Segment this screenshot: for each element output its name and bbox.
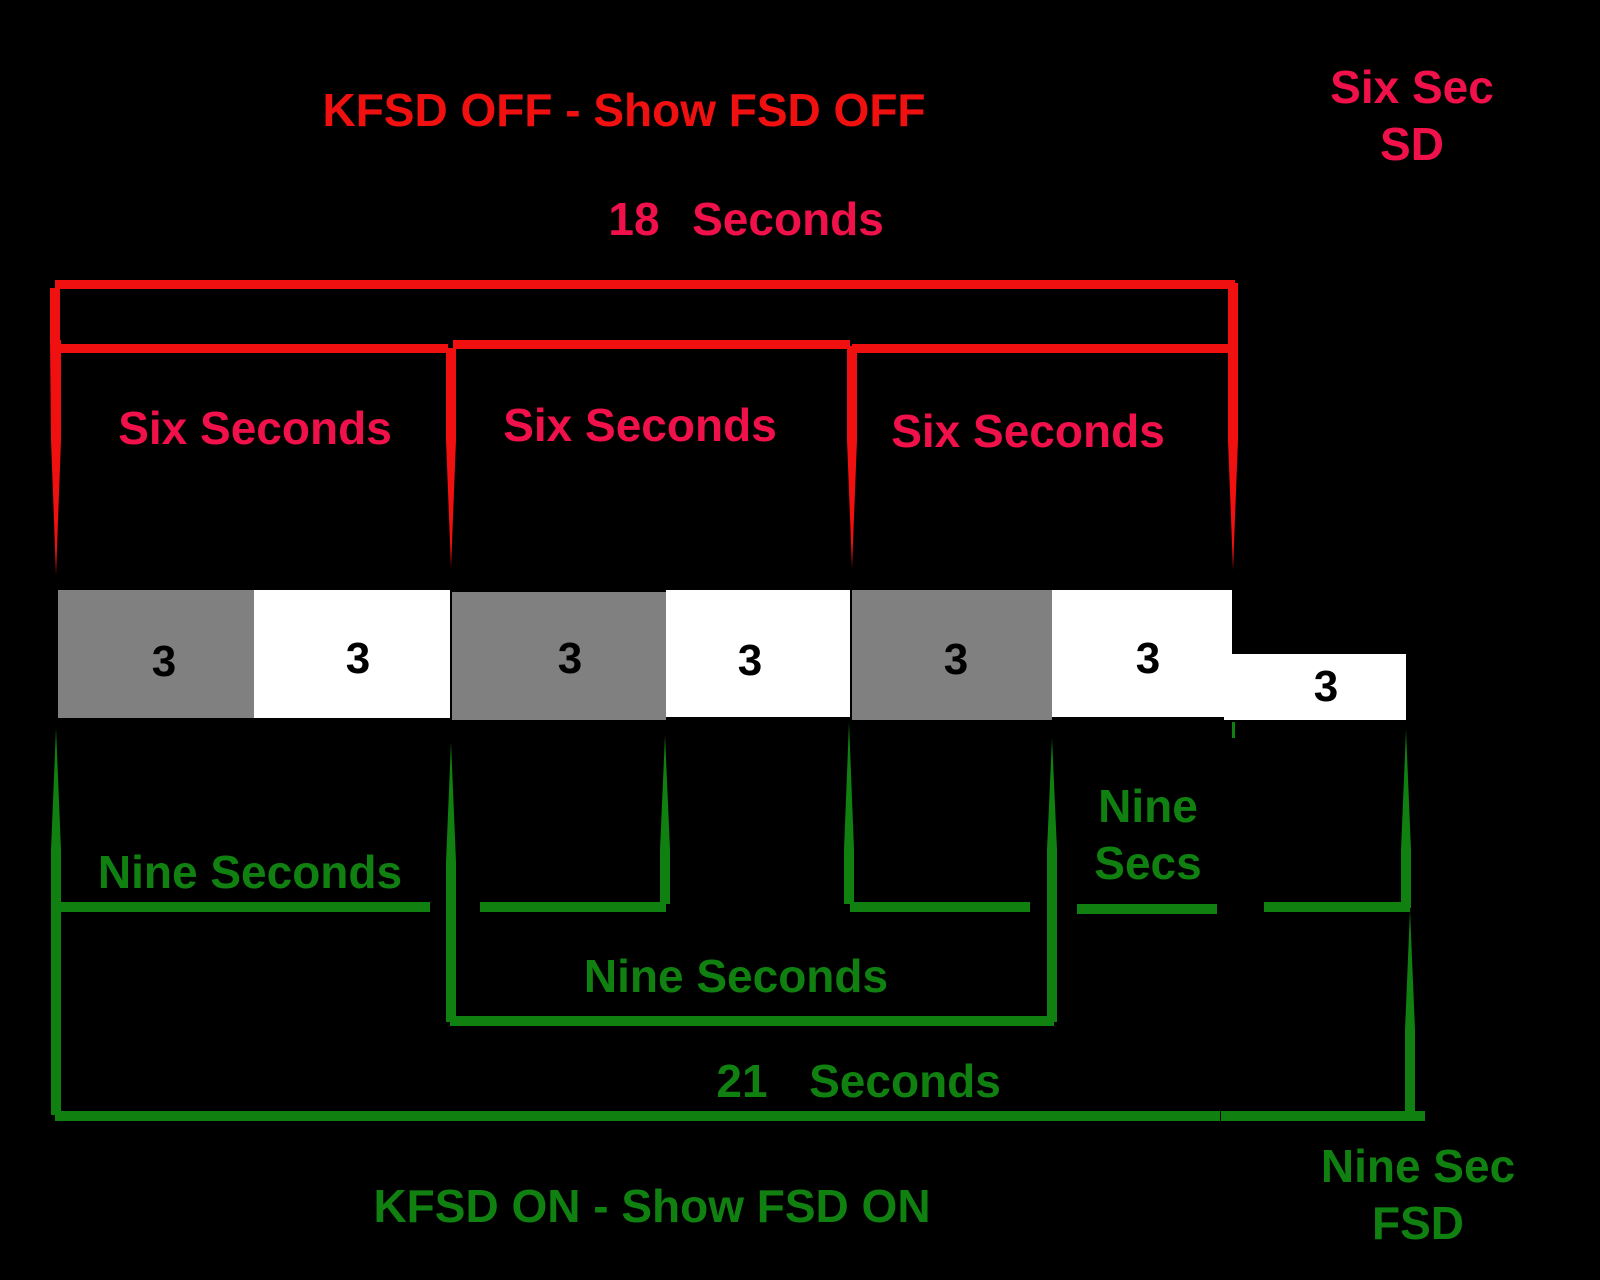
segment-value-6: 3 <box>1136 634 1160 683</box>
segment-block-3 <box>452 592 666 720</box>
green-bar-21-left <box>55 1111 1220 1121</box>
segment-row <box>58 590 1406 720</box>
six-seconds-label-1: Six Seconds <box>118 402 392 454</box>
bottom-total-unit: Seconds <box>809 1055 1001 1107</box>
red-bracket-bar-1 <box>55 344 448 353</box>
red-top-bracket-bar <box>55 280 1235 289</box>
green-bar-21-right <box>1221 1111 1425 1121</box>
segment-value-7: 3 <box>1314 662 1338 711</box>
red-bracket-group <box>50 280 1238 575</box>
top-total-number: 18 <box>608 193 659 245</box>
segment-block-5 <box>852 590 1052 720</box>
nine-sec-fsd-label-line1: Nine Sec <box>1321 1140 1515 1192</box>
green-bar-nine-1 <box>56 902 430 912</box>
green-spike-1 <box>51 728 61 1115</box>
six-seconds-label-3: Six Seconds <box>891 405 1165 457</box>
green-tick-small <box>1232 722 1235 738</box>
segment-value-4: 3 <box>738 636 762 685</box>
kfsd-off-title: KFSD OFF - Show FSD OFF <box>322 84 925 136</box>
green-bar-nine-4 <box>1077 904 1217 914</box>
segment-block-4 <box>666 590 850 717</box>
six-seconds-label-2: Six Seconds <box>503 399 777 451</box>
nine-sec-fsd-label-line2: FSD <box>1372 1197 1464 1249</box>
nine-seconds-label-2: Nine Seconds <box>584 950 888 1002</box>
top-total-unit: Seconds <box>692 193 884 245</box>
segment-value-1: 3 <box>152 637 176 686</box>
six-sec-sd-label-line1: Six Sec <box>1330 61 1494 113</box>
red-top-bracket-left-tick <box>50 288 60 343</box>
kfsd-on-title: KFSD ON - Show FSD ON <box>373 1180 930 1232</box>
red-bracket-bar-3 <box>852 344 1236 353</box>
green-spike-3 <box>660 735 670 904</box>
green-bracket-group <box>51 722 1425 1121</box>
green-spike-6 <box>1401 730 1411 908</box>
green-bar-nine-middle <box>450 1016 1054 1026</box>
nine-secs-label-line1: Nine <box>1098 780 1198 832</box>
green-bar-nine-2 <box>480 902 666 912</box>
green-spike-5 <box>1047 738 1057 1022</box>
red-spike-3 <box>847 346 857 568</box>
nine-secs-label-line2: Secs <box>1094 837 1201 889</box>
green-spike-2 <box>446 742 456 1022</box>
six-sec-sd-label-line2: SD <box>1380 118 1444 170</box>
green-bar-nine-5 <box>1264 902 1410 912</box>
green-bar-nine-3 <box>850 902 1030 912</box>
segment-block-7 <box>1224 654 1406 720</box>
nine-seconds-label-1: Nine Seconds <box>98 846 402 898</box>
segment-block-2 <box>254 590 450 718</box>
segment-value-3: 3 <box>558 634 582 683</box>
segment-block-6 <box>1052 590 1232 717</box>
red-spike-2 <box>446 348 456 568</box>
segment-value-2: 3 <box>346 634 370 683</box>
green-spike-4 <box>844 722 854 904</box>
red-spike-1 <box>50 340 61 575</box>
green-spike-7 <box>1405 910 1415 1117</box>
red-spike-4 <box>1228 340 1238 570</box>
segment-value-5: 3 <box>944 635 968 684</box>
red-bracket-bar-2 <box>453 340 850 349</box>
segment-block-1 <box>58 590 254 718</box>
red-top-bracket-right-tick <box>1228 283 1238 343</box>
bottom-total-number: 21 <box>716 1055 767 1107</box>
